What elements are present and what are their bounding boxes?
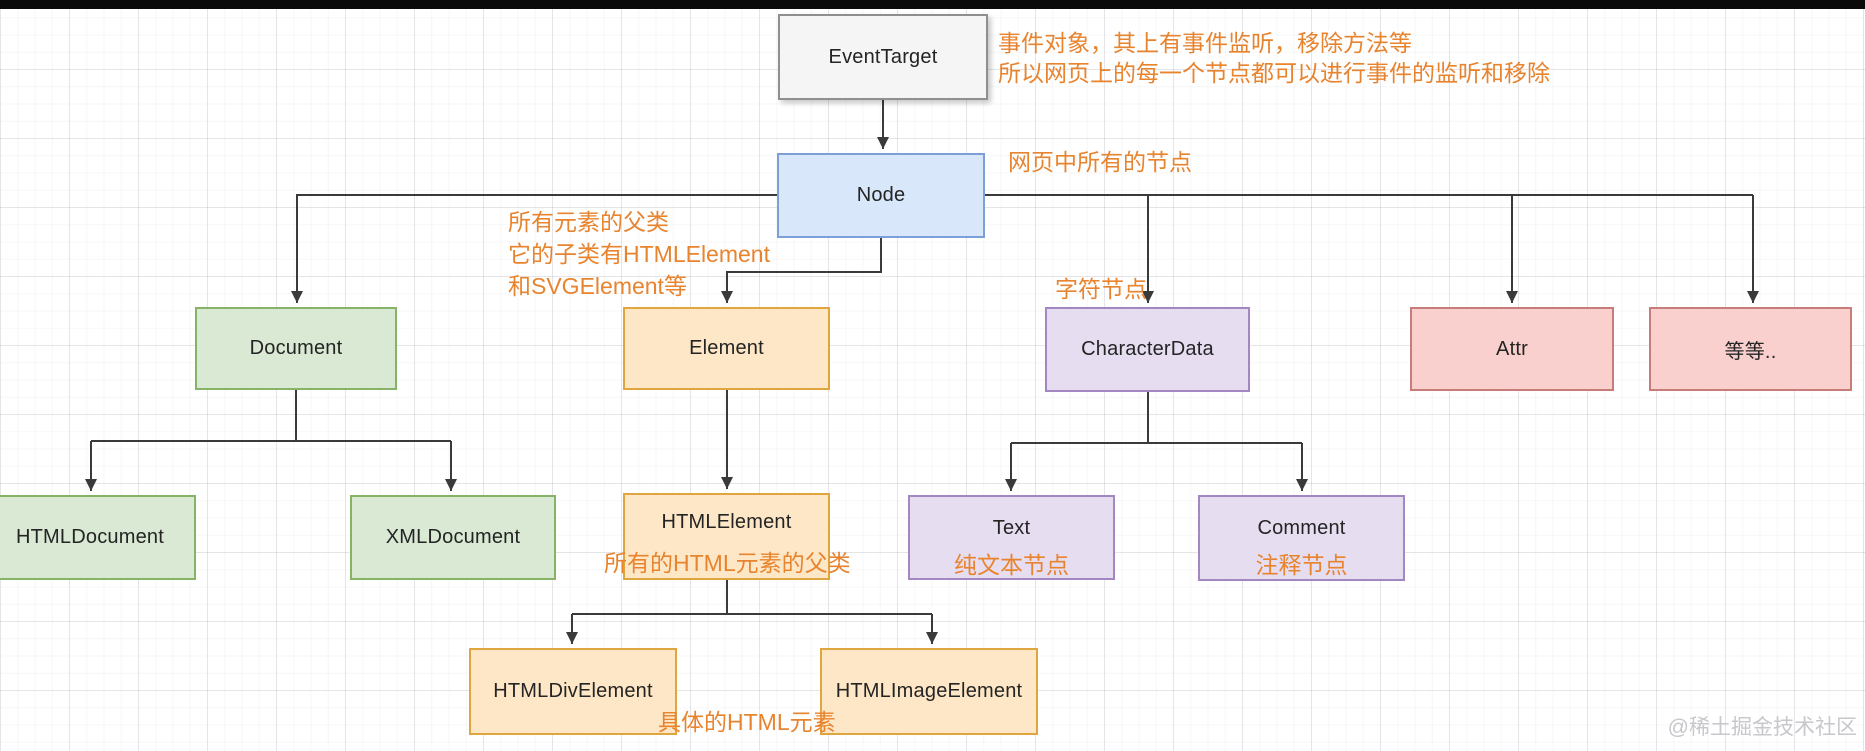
annotation-comment: 注释节点 (1255, 552, 1348, 578)
node-label-eventtarget: EventTarget (828, 45, 938, 68)
annotation-htmlelement: 所有的HTML元素的父类 (604, 550, 851, 576)
annotation-eventtarget-line1: 事件对象，其上有事件监听，移除方法等 (998, 30, 1412, 56)
annotation-eventtarget-line2: 所以网页上的每一个节点都可以进行事件的监听和移除 (998, 60, 1550, 86)
node-label-comment: Comment (1257, 517, 1346, 539)
node-box-comment: Comment (1198, 495, 1405, 581)
node-label-node: Node (856, 184, 906, 206)
node-label-htmlimageelement: HTMLImageElement (835, 680, 1023, 702)
annotation-text: 纯文本节点 (954, 552, 1069, 578)
annotation-characterdata: 字符节点 (1055, 276, 1147, 302)
node-label-xmldocument: XMLDocument (385, 526, 521, 548)
node-box-attr: Attr (1410, 307, 1614, 391)
annotation-element-line3: 和SVGElement等 (508, 273, 687, 299)
annotation-eventtarget: 事件对象，其上有事件监听，移除方法等 所以网页上的每一个节点都可以进行事件的监听… (998, 28, 1550, 88)
node-label-htmldivelement: HTMLDivElement (493, 680, 653, 702)
node-label-htmlelement: HTMLElement (661, 511, 792, 533)
node-label-etc: 等等.. (1724, 340, 1777, 363)
node-box-text: Text (908, 495, 1115, 580)
watermark: @稀土掘金技术社区 (1667, 716, 1857, 739)
node-box-element: Element (623, 307, 830, 390)
node-box-document: Document (195, 307, 397, 390)
node-box-htmldivelement: HTMLDivElement (469, 648, 677, 735)
node-box-node: Node (777, 153, 985, 238)
top-edge-bar (0, 0, 1865, 9)
annotation-concrete-elements: 具体的HTML元素 (658, 709, 836, 735)
node-label-element: Element (689, 337, 764, 359)
node-box-characterdata: CharacterData (1045, 307, 1250, 392)
node-box-etc: 等等.. (1649, 307, 1852, 391)
annotation-element-line2: 它的子类有HTMLElement (508, 241, 770, 267)
annotation-node: 网页中所有的节点 (1008, 149, 1192, 175)
node-label-text: Text (992, 517, 1031, 539)
node-box-htmldocument: HTMLDocument (0, 495, 196, 580)
node-box-xmldocument: XMLDocument (350, 495, 556, 580)
node-box-eventtarget: EventTarget (778, 14, 988, 100)
node-label-characterdata: CharacterData (1081, 338, 1214, 360)
node-label-htmldocument: HTMLDocument (16, 526, 164, 548)
node-label-document: Document (249, 337, 343, 359)
annotation-element-line1: 所有元素的父类 (508, 209, 669, 235)
node-box-htmlelement: HTMLElement (623, 493, 830, 580)
node-box-htmlimageelement: HTMLImageElement (820, 648, 1038, 735)
annotation-element: 所有元素的父类 它的子类有HTMLElement 和SVGElement等 (508, 206, 770, 302)
node-label-attr: Attr (1496, 337, 1528, 360)
